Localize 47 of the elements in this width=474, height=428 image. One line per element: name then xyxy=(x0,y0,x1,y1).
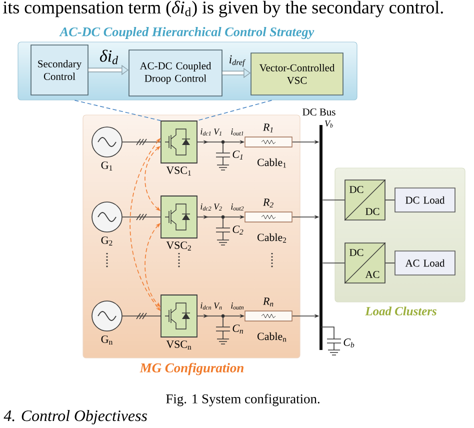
component-label: G$_{1}$ xyxy=(101,162,112,170)
component-label: Cable$_{1}$ xyxy=(258,158,286,168)
process-box: AC-DC Coupled Droop Control xyxy=(128,50,222,96)
component-label: Cable$_{2}$ xyxy=(258,233,286,243)
component-label: R$_{2}$ xyxy=(262,198,274,208)
load-box: DC Load xyxy=(394,188,456,212)
component-label: G$_{n}$ xyxy=(101,336,113,344)
process-box: Vector-Controlled VSC xyxy=(250,52,344,96)
component-label: VSC$_{1}$ xyxy=(166,166,191,176)
wire xyxy=(322,262,345,264)
variable-label: i$_{dc1}$ xyxy=(200,128,211,136)
edge-label: i$_{dref}$ xyxy=(230,55,246,67)
component-label: C$_{1}$ xyxy=(232,150,242,160)
edge-label: δi$_{d}$ xyxy=(100,50,118,64)
variable-label: i$_{dc2}$ xyxy=(200,203,212,211)
component-label: VSC$_{n}$ xyxy=(166,340,192,350)
body-text: its compensation term (δi$_{d}$) is given by the secondary control. xyxy=(3,0,443,18)
component-label: C$_{b}$ xyxy=(344,338,354,348)
dashed-line xyxy=(74,100,161,121)
section-heading: 4. Control Objectivess xyxy=(4,410,147,424)
component-label: R$_{1}$ xyxy=(262,124,273,132)
panel-title: AC-DC Coupled Hierarchical Control Strategy xyxy=(59,27,314,39)
panel-title: MG Configuration xyxy=(140,362,244,376)
component-label: VSC$_{2}$ xyxy=(166,242,191,250)
component-label: C$_{n}$ xyxy=(232,324,243,334)
process-box: Secondary Control xyxy=(30,44,88,96)
variable-label: V$_{n}$ xyxy=(214,302,222,310)
variable-label: i$_{out1}$ xyxy=(231,128,244,136)
converter-box: DC AC xyxy=(344,242,386,284)
variable-label: i$_{outn}$ xyxy=(231,302,244,310)
variable-label: i$_{dcn}$ xyxy=(200,302,212,310)
component-label: C$_{2}$ xyxy=(232,226,244,234)
converter-box: DC DC xyxy=(344,179,386,221)
component-label: G$_{2}$ xyxy=(101,236,112,246)
variable-label: V$_{b}$ xyxy=(325,120,333,128)
component-label: Cable$_{n}$ xyxy=(258,332,286,342)
bus-label: DC Bus xyxy=(302,108,336,116)
variable-label: V$_{1}$ xyxy=(214,128,222,136)
variable-label: i$_{out2}$ xyxy=(231,204,244,210)
load-box: AC Load xyxy=(394,250,456,276)
wire xyxy=(385,262,395,264)
caption: Fig. 1 System configuration. xyxy=(166,394,320,406)
panel-title: Load Clusters xyxy=(365,306,436,316)
dashed-line xyxy=(197,100,272,121)
component-label: R$_{n}$ xyxy=(262,298,274,306)
wire xyxy=(122,216,161,218)
variable-label: V$_{2}$ xyxy=(214,204,222,210)
